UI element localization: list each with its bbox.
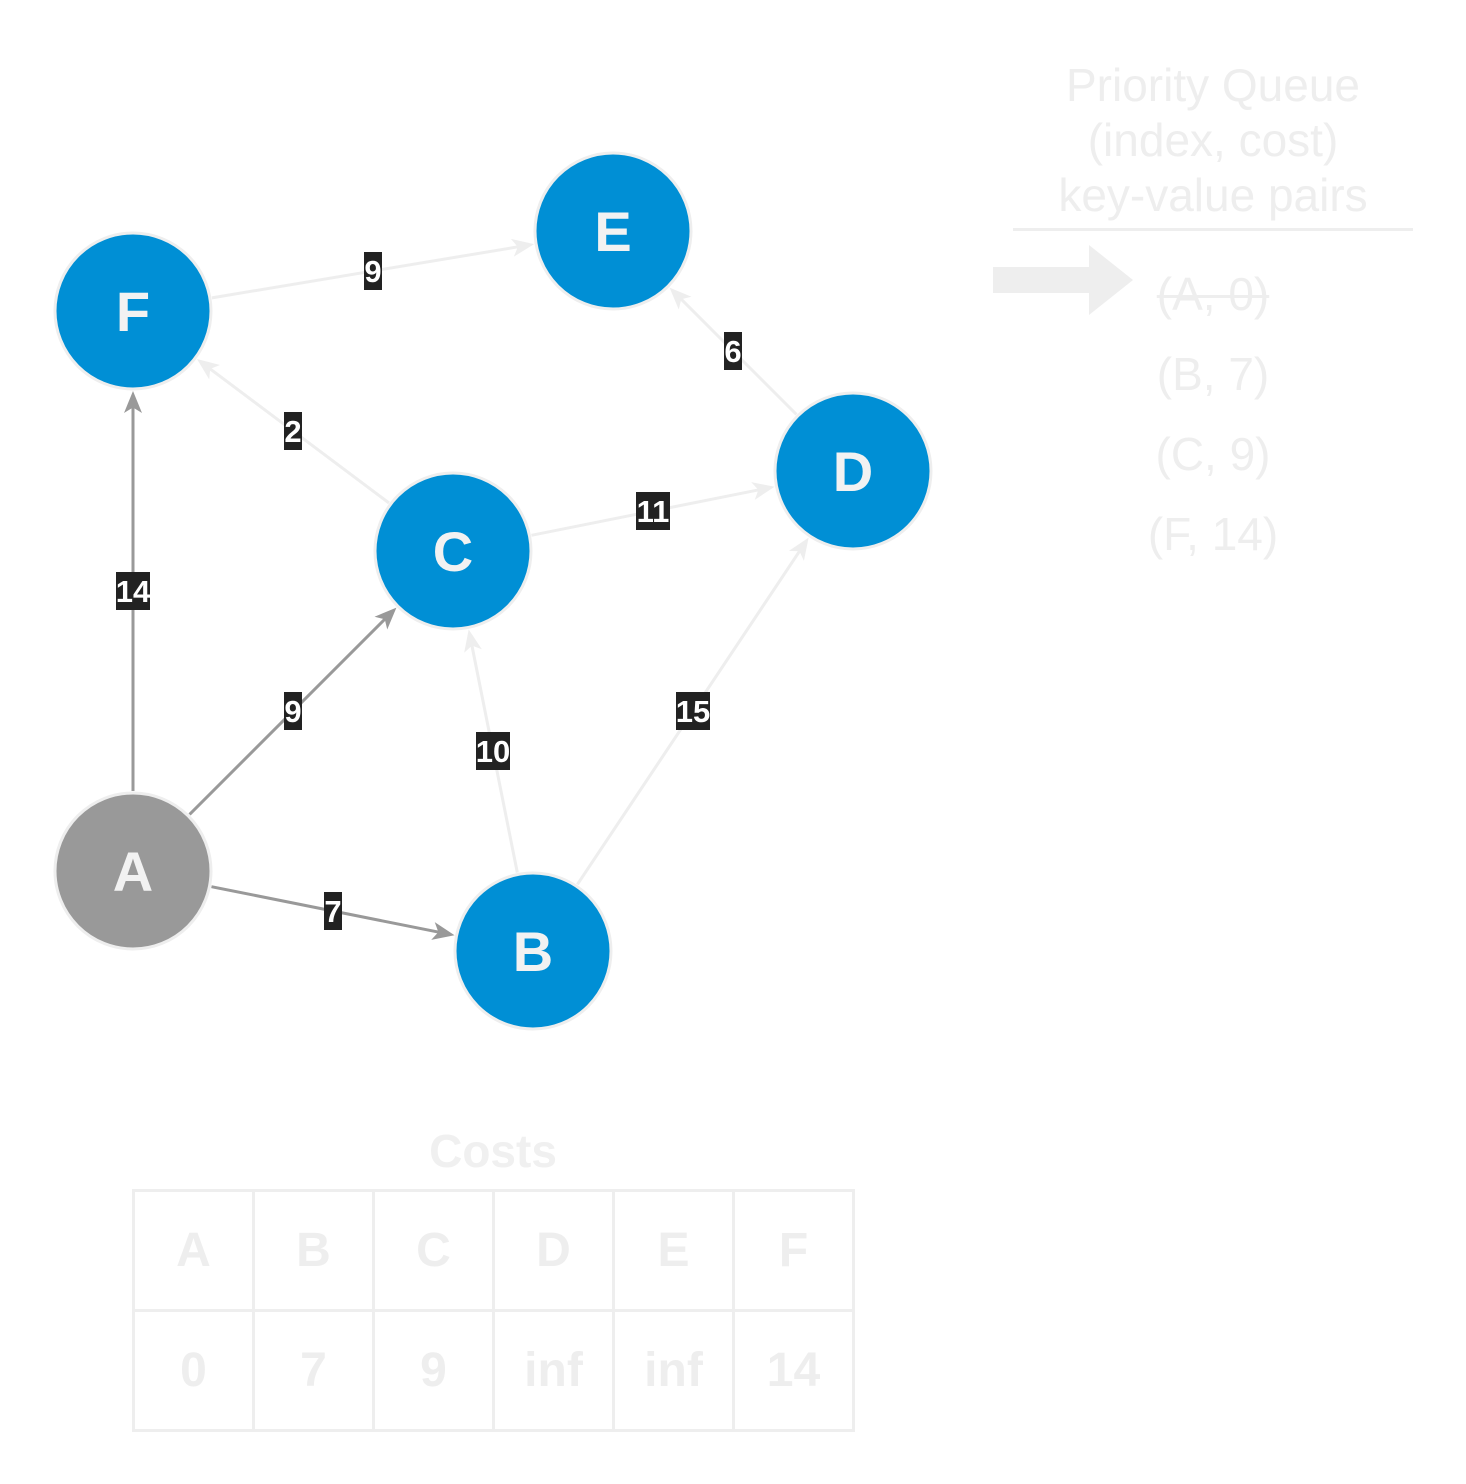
edge-weight-bg	[476, 732, 510, 770]
edge-weight-bg	[724, 332, 742, 370]
priority-queue-title: Priority Queue (index, cost) key-value p…	[1013, 58, 1413, 223]
edge-weight-bg	[116, 572, 150, 610]
right-arrow-icon	[993, 245, 1133, 315]
pq-item: (F, 14)	[1147, 508, 1279, 560]
costs-header-cell: D	[492, 1189, 615, 1312]
costs-value-cell: inf	[492, 1309, 615, 1432]
edge-weight-bg	[284, 412, 302, 450]
edge-weight-text: 2	[284, 414, 301, 449]
costs-value-cell: 7	[252, 1309, 375, 1432]
graph-diagram: 14 9 7 10 15 2 11 6 9 A B C D E F	[53, 151, 933, 1031]
edge-weight-label: 11	[636, 492, 670, 530]
edge-weight-bg	[284, 692, 302, 730]
costs-header-cell: A	[132, 1189, 255, 1312]
edge-weight-text: 9	[364, 254, 381, 289]
costs-header-cell: E	[612, 1189, 735, 1312]
node-circle	[373, 471, 533, 631]
pq-title-line: Priority Queue	[1065, 59, 1360, 111]
pq-item: (A, 0)	[1156, 268, 1270, 320]
pq-item: (C, 9)	[1155, 428, 1271, 480]
edge-weight-text: 9	[284, 694, 301, 729]
pq-title-line: (index, cost)	[1087, 114, 1339, 166]
node-label: E	[594, 200, 631, 263]
edge-weight-label: 14	[116, 572, 151, 610]
costs-header-row: A B C D E F	[132, 1189, 855, 1312]
pq-title-line: key-value pairs	[1058, 169, 1368, 221]
costs-header-cell: B	[252, 1189, 375, 1312]
edge-weight-text: 11	[637, 494, 670, 529]
costs-value-row: 0 7 9 inf inf 14	[132, 1309, 855, 1432]
edge-weight-bg	[324, 892, 342, 930]
arrowhead-icon	[124, 391, 142, 413]
edge-weight-label: 9	[364, 252, 382, 290]
edge-weight-label: 6	[724, 332, 742, 370]
arrowhead-icon	[374, 607, 397, 630]
arrowhead-icon	[669, 287, 692, 310]
nodes-layer: A B C D E F	[53, 151, 933, 1031]
node-F: F	[53, 231, 213, 391]
pq-item: (B, 7)	[1156, 348, 1270, 400]
edge-weight-bg	[636, 492, 670, 530]
node-circle	[773, 391, 933, 551]
edge-labels-layer: 14 9 7 10 15 2 11 6 9	[116, 252, 742, 930]
edge-weight-text: 7	[324, 894, 341, 929]
costs-header-cell: F	[732, 1189, 855, 1312]
edge-weight-label: 7	[324, 892, 342, 930]
node-label: B	[513, 920, 553, 983]
node-D: D	[773, 391, 933, 551]
arrowhead-icon	[510, 238, 535, 257]
edge-weight-label: 2	[284, 412, 302, 450]
edge-weight-text: 10	[476, 734, 510, 769]
costs-value-cell: 14	[732, 1309, 855, 1432]
costs-header-cell: C	[372, 1189, 495, 1312]
edge-weight-label: 15	[676, 692, 710, 730]
edge-weight-text: 6	[724, 334, 741, 369]
node-C: C	[373, 471, 533, 631]
edge-weight-bg	[364, 252, 382, 290]
costs-value-cell: 0	[132, 1309, 255, 1432]
node-circle	[453, 871, 613, 1031]
costs-value-cell: 9	[372, 1309, 495, 1432]
node-label: A	[113, 840, 153, 903]
node-label: F	[116, 280, 150, 343]
arrowhead-icon	[788, 537, 809, 561]
arrowhead-icon	[431, 922, 455, 940]
node-circle	[53, 231, 213, 391]
costs-value-cell: inf	[612, 1309, 735, 1432]
node-label: C	[433, 520, 473, 583]
node-label: D	[833, 440, 873, 503]
edge-weight-label: 9	[284, 692, 302, 730]
node-B: B	[453, 871, 613, 1031]
edge-weight-bg	[676, 692, 710, 730]
node-E: E	[533, 151, 693, 311]
arrowhead-icon	[464, 629, 482, 653]
node-circle	[53, 791, 213, 951]
arrowhead-icon	[197, 359, 220, 380]
edge-weight-label: 10	[476, 732, 510, 770]
node-circle	[533, 151, 693, 311]
pq-divider	[1013, 228, 1413, 231]
edge-weight-text: 14	[116, 574, 151, 609]
edge-weight-text: 15	[676, 694, 710, 729]
costs-title: Costs	[429, 1125, 557, 1177]
node-A: A	[53, 791, 213, 951]
costs-table: A B C D E F 0 7 9 inf inf 14	[132, 1189, 855, 1432]
arrowhead-icon	[751, 482, 775, 500]
pq-list: (A, 0) (B, 7) (C, 9) (F, 14)	[1013, 254, 1413, 574]
